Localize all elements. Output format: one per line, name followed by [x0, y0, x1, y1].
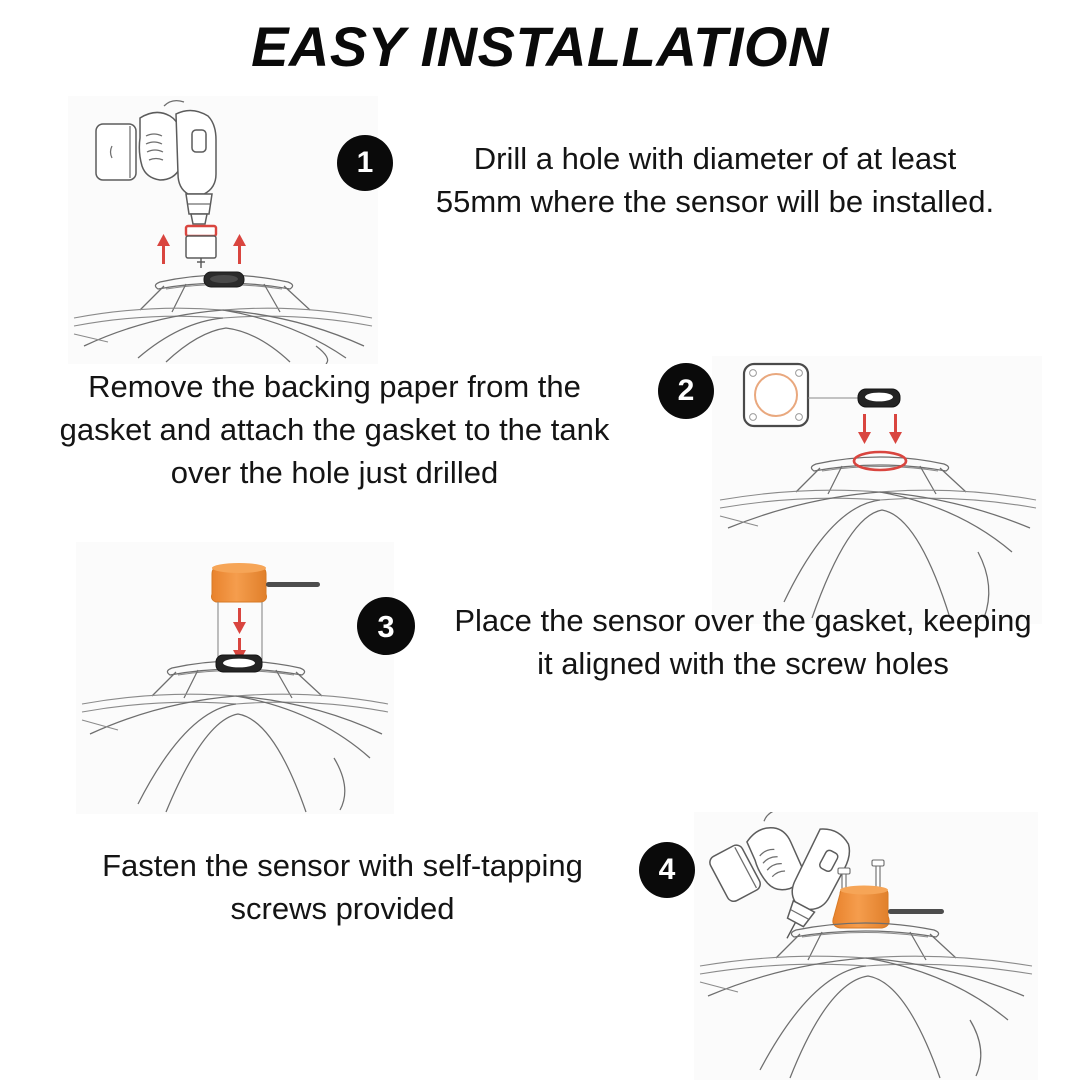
page-title: EASY INSTALLATION	[251, 15, 829, 78]
step-4-text: Fasten the sensor with self-tapping scre…	[102, 848, 583, 926]
screw-right	[871, 859, 885, 907]
step-1-illustration	[68, 96, 378, 364]
red-arrow-up-left	[157, 234, 170, 264]
step-2-illustration	[712, 356, 1042, 624]
step-3-badge: 3	[357, 597, 415, 655]
step-2-text: Remove the backing paper from the gasket…	[59, 369, 610, 490]
step-4-badge: 4	[639, 842, 695, 898]
red-arrow-up-right	[233, 234, 246, 264]
step-1-badge: 1	[337, 135, 393, 191]
step-3-text: Place the sensor over the gasket, keepin…	[454, 603, 1032, 681]
red-arrow-down-upper	[233, 608, 246, 634]
step-3-illustration	[76, 542, 394, 814]
step-4-illustration	[694, 812, 1038, 1080]
red-arrow-down-left	[858, 414, 871, 444]
red-arrow-down-right	[889, 414, 902, 444]
step-1-text: Drill a hole with diameter of at least 5…	[435, 141, 995, 219]
step-2-badge: 2	[658, 363, 714, 419]
